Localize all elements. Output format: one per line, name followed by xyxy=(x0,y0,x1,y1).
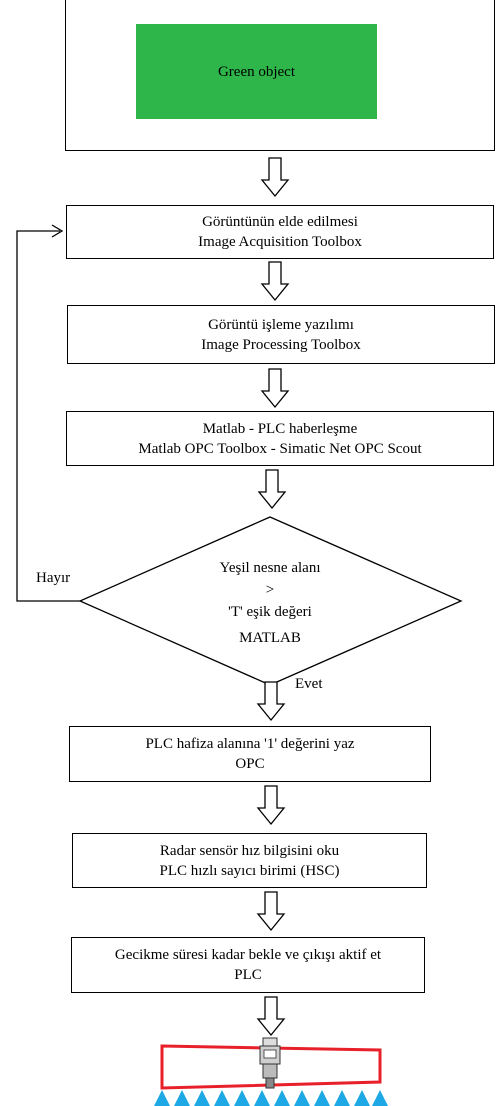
flow-arrow-8 xyxy=(256,996,286,1037)
green-object-label: Green object xyxy=(217,63,296,80)
decision-line4: MATLAB xyxy=(239,630,301,646)
decision-line2: > xyxy=(265,582,275,598)
decision-no-label: Hayır xyxy=(36,570,71,586)
flow-arrow-1 xyxy=(260,157,290,198)
decision-yes-label: Evet xyxy=(295,676,323,692)
radar-line1: Radar sensör hız bilgisini oku xyxy=(159,842,340,859)
spray-boom-icon xyxy=(154,1037,388,1106)
write-memory-line1: PLC hafiza alanına '1' değerini yaz xyxy=(145,736,355,752)
communication-line1: Matlab - PLC haberleşme xyxy=(202,420,358,437)
flow-arrow-7 xyxy=(256,891,286,932)
processing-line1: Görüntü işleme yazılımı xyxy=(208,316,354,333)
step-image-processing: Görüntü işleme yazılımı Image Processing… xyxy=(67,305,495,364)
step-image-acquisition: Görüntünün elde edilmesi Image Acquisiti… xyxy=(66,205,494,259)
flow-arrow-2 xyxy=(260,261,290,302)
step-read-radar-speed: Radar sensör hız bilgisini oku PLC hızlı… xyxy=(72,833,427,888)
decision-line3: 'T' eşik değeri xyxy=(228,604,312,620)
step-matlab-plc-communication: Matlab - PLC haberleşme Matlab OPC Toolb… xyxy=(66,411,494,466)
acquisition-line1: Görüntünün elde edilmesi xyxy=(202,214,358,230)
acquisition-line2: Image Acquisition Toolbox xyxy=(198,234,362,250)
green-object: Green object xyxy=(136,24,377,119)
delay-line1: Gecikme süresi kadar bekle ve çıkışı akt… xyxy=(114,947,382,963)
write-memory-line2: OPC xyxy=(235,756,265,772)
boom-frame xyxy=(160,1044,382,1090)
decision-line1: Yeşil nesne alanı xyxy=(219,560,321,576)
flow-arrow-5 xyxy=(256,681,286,722)
spray-nozzles xyxy=(154,1090,388,1106)
radar-line2: PLC hızlı sayıcı birimi (HSC) xyxy=(159,862,340,879)
flow-arrow-6 xyxy=(256,785,286,826)
flow-arrow-3 xyxy=(260,368,290,409)
decision-text: Yeşil nesne alanı > 'T' eşik değeri MATL… xyxy=(150,560,390,660)
communication-line2: Matlab OPC Toolbox - Simatic Net OPC Sco… xyxy=(138,440,422,457)
flow-arrow-4 xyxy=(257,469,287,510)
processing-line2: Image Processing Toolbox xyxy=(201,336,361,353)
step-delay-activate-output: Gecikme süresi kadar bekle ve çıkışı akt… xyxy=(71,937,425,993)
step-write-plc-memory: PLC hafiza alanına '1' değerini yaz OPC xyxy=(69,726,431,782)
delay-line2: PLC xyxy=(234,967,262,983)
